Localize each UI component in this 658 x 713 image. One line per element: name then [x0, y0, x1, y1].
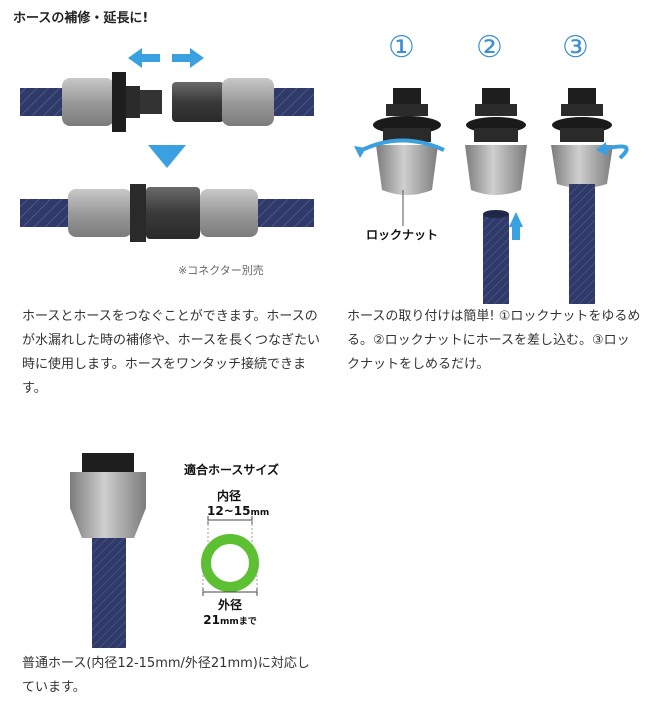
separated-connectors — [20, 72, 314, 132]
step2-fitting — [465, 88, 527, 304]
step-number-1: ① — [388, 30, 415, 65]
outer-diameter-unit: mmまで — [219, 617, 257, 627]
hose-size-diagram — [201, 516, 259, 596]
down-arrow-icon — [148, 145, 186, 168]
joined-connectors — [20, 184, 314, 242]
double-arrow-icon — [128, 48, 204, 68]
size-description: 普通ホース(内径12-15mm/外径21mm)に対応しています。 — [22, 656, 310, 695]
step3-fitting — [551, 88, 629, 304]
outer-diameter-caption: 外径 — [217, 598, 242, 612]
step-number-2: ② — [476, 30, 503, 65]
green-hose-ring — [201, 534, 259, 592]
outer-diameter-value: 21 — [203, 613, 220, 627]
connector-note: ※コネクター別売 — [178, 264, 264, 277]
fitting-with-hose — [70, 453, 146, 648]
installation-description: ホースの取り付けは簡単! ①ロックナットをゆるめる。②ロックナットにホースを差し… — [347, 309, 641, 372]
connection-description: ホースとホースをつなぐことができます。ホースのが水漏れした時の補修や、ホースを長… — [22, 309, 320, 396]
page-heading: ホースの補修・延長に! — [13, 11, 149, 26]
step1-fitting — [354, 88, 445, 195]
inner-diameter-value: 12~15 — [207, 504, 251, 518]
inner-diameter-label: 内径 12~15mm — [207, 489, 269, 521]
inner-diameter-caption: 内径 — [216, 489, 241, 503]
inner-diameter-unit: mm — [250, 508, 270, 518]
size-title: 適合ホースサイズ — [184, 463, 280, 477]
outer-diameter-label: 外径 21mmまで — [200, 598, 260, 630]
step-number-3: ③ — [562, 30, 589, 65]
lock-nut-label: ロックナット — [360, 226, 445, 243]
